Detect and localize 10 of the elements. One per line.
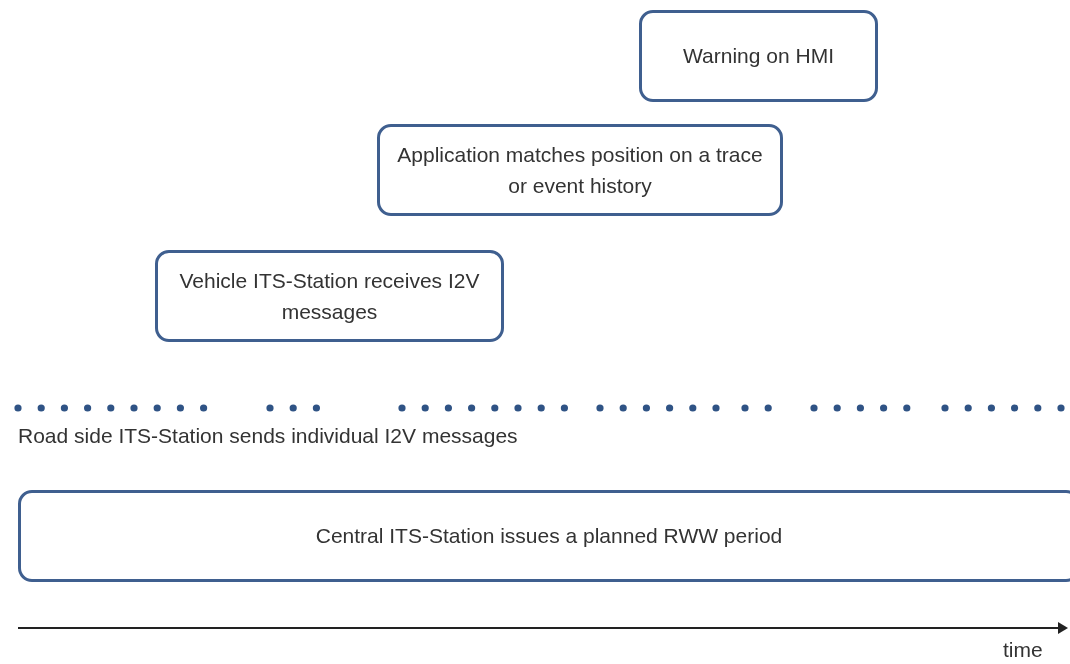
process-box [377,124,783,216]
process-box [639,10,878,102]
process-box [18,490,1070,582]
axis-label: time [1003,638,1043,662]
box-label: Vehicle ITS-Station receives I2V messages [178,267,481,325]
box-label: Central ITS-Station issues a planned RWW period [315,523,783,550]
box-label: Warning on HMI [683,43,834,70]
text-label: Road side ITS-Station sends individual I2V messages [18,424,518,448]
box-label: Application matches position on a trace or event history [396,141,764,199]
process-box [155,250,504,342]
